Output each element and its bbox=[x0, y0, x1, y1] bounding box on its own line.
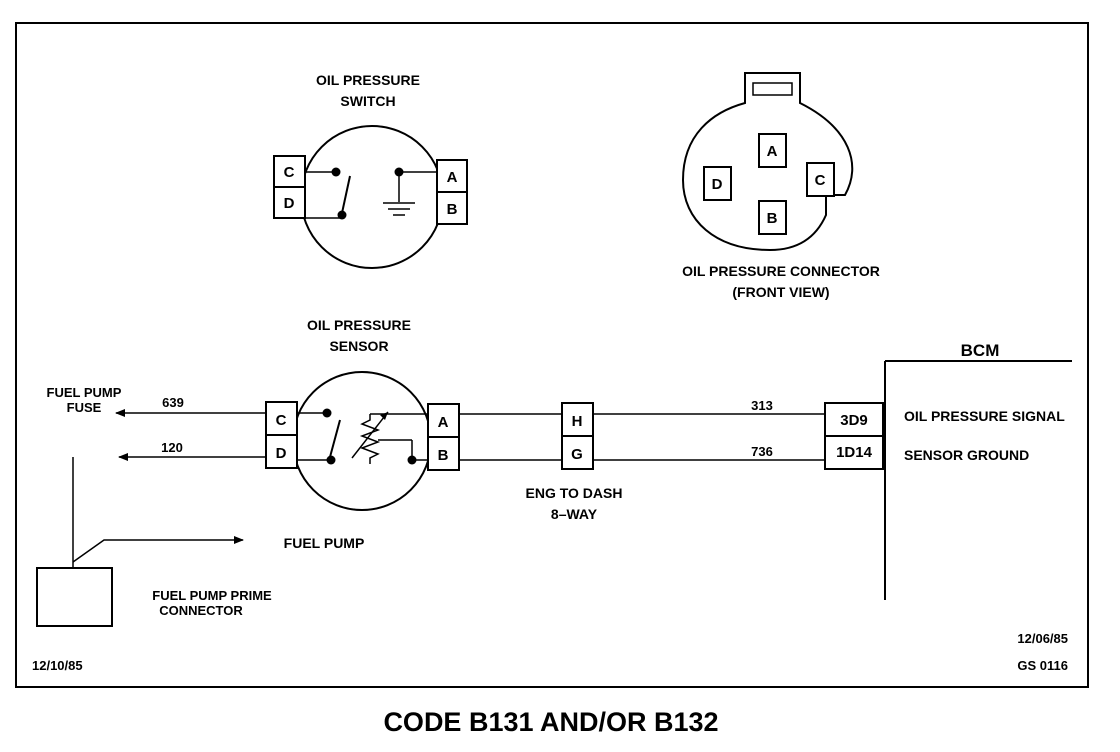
bcm-title: BCM bbox=[961, 341, 1000, 360]
oil-pressure-switch: OIL PRESSURE SWITCH C D A B bbox=[273, 72, 468, 269]
bcm-pin-1d14-box bbox=[824, 435, 884, 470]
eng-dash-pin-g: G bbox=[571, 446, 583, 463]
sensor-pin-d-box bbox=[265, 434, 298, 469]
connector-title-line1: OIL PRESSURE CONNECTOR bbox=[682, 263, 880, 279]
fuel-pump-fuse-line1: FUEL PUMP bbox=[47, 385, 122, 400]
eng-dash-pin-h: H bbox=[572, 413, 583, 430]
sensor-body bbox=[292, 371, 432, 511]
switch-title-line1: OIL PRESSURE bbox=[316, 72, 420, 88]
sensor-pin-c: C bbox=[276, 412, 287, 429]
switch-pin-d-box bbox=[273, 186, 306, 219]
eng-to-dash-connector: H G ENG TO DASH 8–WAY bbox=[526, 402, 623, 522]
bcm-signal-oil-pressure: OIL PRESSURE SIGNAL bbox=[904, 408, 1065, 424]
wire-120-label: 120 bbox=[161, 440, 183, 455]
oil-pressure-connector: A B C D OIL PRESSURE CONNECTOR (FRONT VI… bbox=[681, 72, 880, 300]
wiring: 639 120 313 736 bbox=[72, 395, 825, 568]
wire-fuel-pump bbox=[72, 536, 244, 563]
sensor-pin-b-box bbox=[427, 436, 460, 471]
switch-pin-a-box bbox=[436, 159, 468, 193]
connector-pin-b-box bbox=[758, 200, 787, 235]
sensor-pin-a: A bbox=[438, 414, 449, 431]
sensor-pin-b: B bbox=[438, 447, 449, 464]
fuel-pump-fuse-line2: FUSE bbox=[67, 400, 102, 415]
connector-outline bbox=[681, 72, 854, 252]
connector-pin-a: A bbox=[767, 143, 778, 160]
prime-connector-box bbox=[36, 567, 113, 627]
oil-pressure-sensor: OIL PRESSURE SENSOR C D A B bbox=[265, 317, 460, 511]
eng-dash-pin-h-box bbox=[561, 402, 594, 437]
ground-icon bbox=[383, 167, 437, 216]
connector-pin-b: B bbox=[767, 210, 778, 227]
eng-dash-line2: 8–WAY bbox=[551, 506, 598, 522]
connector-pin-a-box bbox=[758, 133, 787, 168]
diagram-border bbox=[15, 22, 1089, 688]
sensor-switch-symbol bbox=[297, 408, 341, 465]
bcm-signal-sensor-ground: SENSOR GROUND bbox=[904, 447, 1029, 463]
bcm-pin-1d14: 1D14 bbox=[836, 444, 873, 461]
connector-pin-d-box bbox=[703, 166, 732, 201]
wire-313-label: 313 bbox=[751, 398, 773, 413]
switch-contact-symbol bbox=[305, 167, 351, 220]
switch-pin-b: B bbox=[447, 201, 458, 218]
switch-pin-a: A bbox=[447, 169, 458, 186]
connector-title-line2: (FRONT VIEW) bbox=[732, 284, 829, 300]
switch-body bbox=[300, 125, 444, 269]
prime-connector-line1: FUEL PUMP PRIME bbox=[152, 588, 272, 603]
eng-dash-line1: ENG TO DASH bbox=[526, 485, 623, 501]
switch-title-line2: SWITCH bbox=[340, 93, 395, 109]
switch-pin-c: C bbox=[284, 164, 295, 181]
connector-pin-c-box bbox=[806, 162, 835, 197]
connector-pin-c: C bbox=[815, 172, 826, 189]
bcm-pin-3d9: 3D9 bbox=[840, 412, 868, 429]
date-right: 12/06/85 bbox=[1017, 631, 1068, 646]
wire-639-label: 639 bbox=[162, 395, 184, 410]
prime-connector-line2: CONNECTOR bbox=[159, 603, 243, 618]
sensor-pin-c-box bbox=[265, 401, 298, 436]
switch-pin-d: D bbox=[284, 195, 295, 212]
sensor-title-line1: OIL PRESSURE bbox=[307, 317, 411, 333]
connector-pin-d: D bbox=[712, 176, 723, 193]
eng-dash-pin-g-box bbox=[561, 435, 594, 470]
sensor-title-line2: SENSOR bbox=[329, 338, 388, 354]
fuel-pump-label: FUEL PUMP bbox=[284, 535, 365, 551]
document-id: GS 0116 bbox=[1017, 658, 1068, 673]
variable-resistor-icon bbox=[351, 411, 428, 465]
date-left: 12/10/85 bbox=[32, 658, 83, 673]
bcm-module: BCM 3D9 1D14 OIL PRESSURE SIGNAL SENSOR … bbox=[824, 341, 1072, 600]
wire-736-label: 736 bbox=[751, 444, 773, 459]
diagram-caption: CODE B131 AND/OR B132 bbox=[383, 707, 718, 737]
switch-pin-b-box bbox=[436, 191, 468, 225]
sensor-pin-d: D bbox=[276, 445, 287, 462]
connector-latch-slot bbox=[752, 82, 793, 96]
